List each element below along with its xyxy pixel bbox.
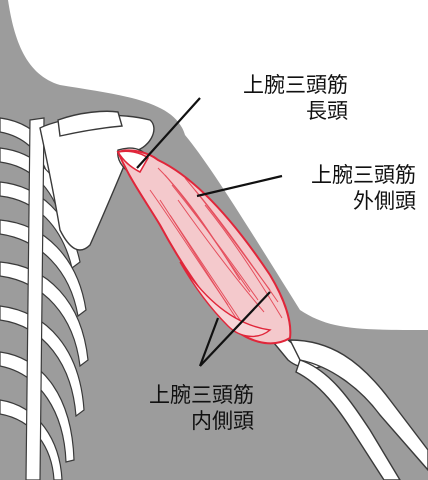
label-medial-head: 上腕三頭筋 内側頭: [112, 382, 256, 434]
label-medial-head-part: 内側頭: [191, 409, 254, 433]
label-lateral-head-part: 外側頭: [353, 189, 416, 213]
label-medial-head-name: 上腕三頭筋: [149, 383, 254, 407]
label-long-head-part-wrap: 長頭: [304, 98, 350, 124]
triceps-long-head: [116, 150, 150, 174]
label-lateral-head-name: 上腕三頭筋: [311, 163, 416, 187]
triceps-muscle: [116, 149, 292, 345]
leader-medial-head-2: [199, 291, 271, 367]
muscle-fibers: [149, 167, 283, 321]
label-medial-head-part-wrap: 内側頭: [189, 408, 256, 434]
medial-head-region: [179, 261, 272, 337]
leader-medial-head-1: [198, 317, 220, 367]
leader-long-head: [136, 97, 201, 169]
label-long-head-name: 上腕三頭筋: [243, 73, 348, 97]
label-lateral-head: 上腕三頭筋 外側頭: [278, 162, 418, 214]
leader-lateral-head: [196, 174, 283, 198]
leader-lines: [136, 97, 283, 367]
triceps-outline: [116, 149, 292, 345]
label-lateral-head-part-wrap: 外側頭: [351, 188, 418, 214]
label-long-head-part: 長頭: [306, 99, 348, 123]
label-long-head: 上腕三頭筋 長頭: [200, 72, 350, 124]
